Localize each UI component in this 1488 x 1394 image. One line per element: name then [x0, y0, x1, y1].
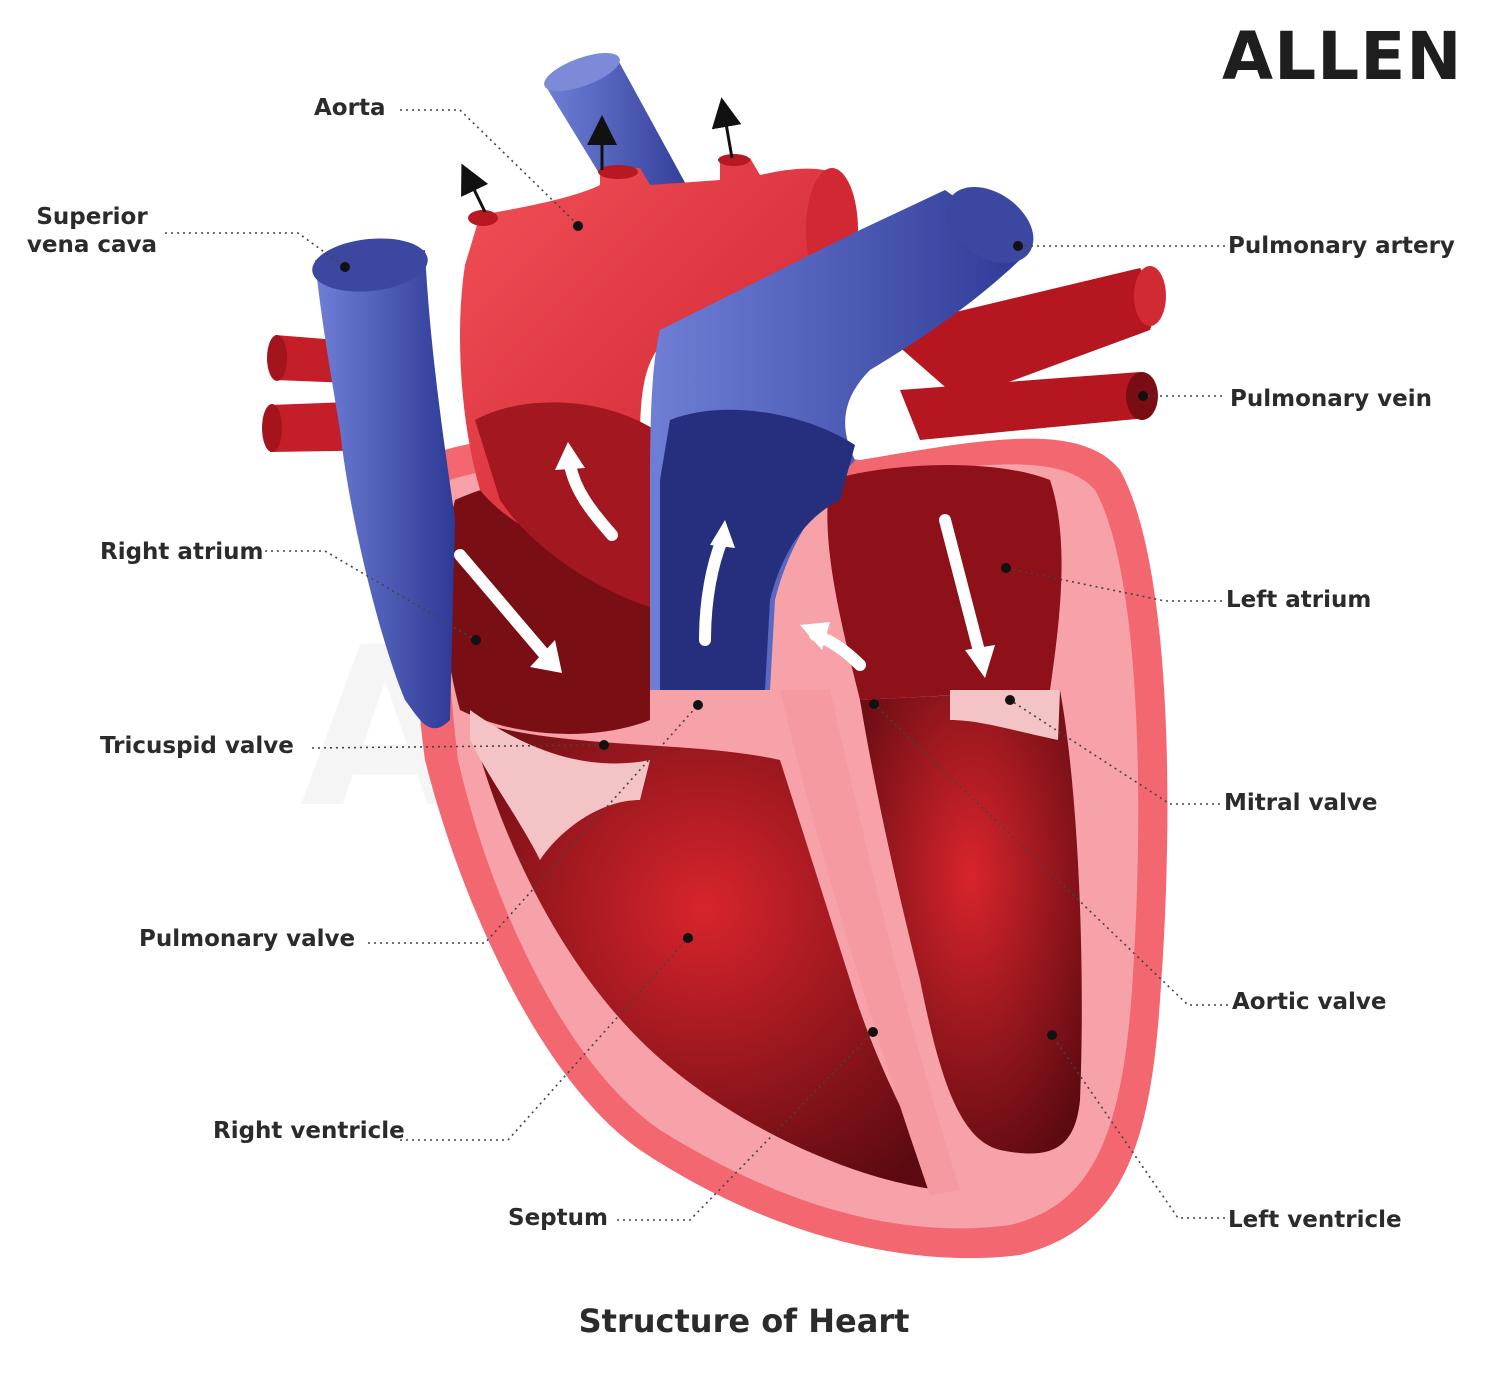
label-aortic-valve: Aortic valve — [1232, 989, 1387, 1015]
label-right-ventricle: Right ventricle — [213, 1118, 405, 1144]
diagram-title: Structure of Heart — [578, 1302, 910, 1340]
leader-dots — [340, 221, 1148, 1040]
label-pulmonary-artery: Pulmonary artery — [1228, 233, 1455, 259]
label-left-ventricle: Left ventricle — [1228, 1207, 1402, 1233]
septum-band — [780, 690, 960, 1195]
label-pulmonary-valve: Pulmonary valve — [139, 926, 356, 952]
leader-lines — [165, 109, 1228, 1221]
blood-flow-arrowheads — [530, 442, 995, 678]
outflow-arrows — [461, 97, 742, 213]
left-atrium-cavity — [827, 465, 1062, 700]
left-ventricle-cavity — [860, 690, 1082, 1154]
label-tricuspid-valve: Tricuspid valve — [100, 733, 294, 759]
pulmonary-veins-right — [880, 266, 1166, 440]
right-ventricle-cavity — [470, 720, 940, 1190]
allen-logo: ALLEN — [1222, 18, 1463, 95]
label-superior-vena-cava: Superior vena cava — [22, 204, 162, 259]
aorta-cut-opening — [475, 402, 660, 610]
label-svc-line1: Superior — [36, 204, 148, 230]
superior-vena-cava — [315, 250, 455, 729]
label-aorta: Aorta — [314, 95, 386, 121]
label-left-atrium: Left atrium — [1226, 587, 1372, 613]
label-mitral-valve: Mitral valve — [1224, 790, 1378, 816]
label-pulmonary-vein: Pulmonary vein — [1230, 386, 1432, 412]
label-right-atrium: Right atrium — [100, 539, 264, 565]
label-septum: Septum — [508, 1205, 608, 1231]
mitral-cusps — [950, 690, 1060, 740]
label-svc-line2: vena cava — [26, 231, 158, 258]
blood-flow-arrows — [454, 459, 986, 671]
tricuspid-cusps — [470, 710, 650, 860]
